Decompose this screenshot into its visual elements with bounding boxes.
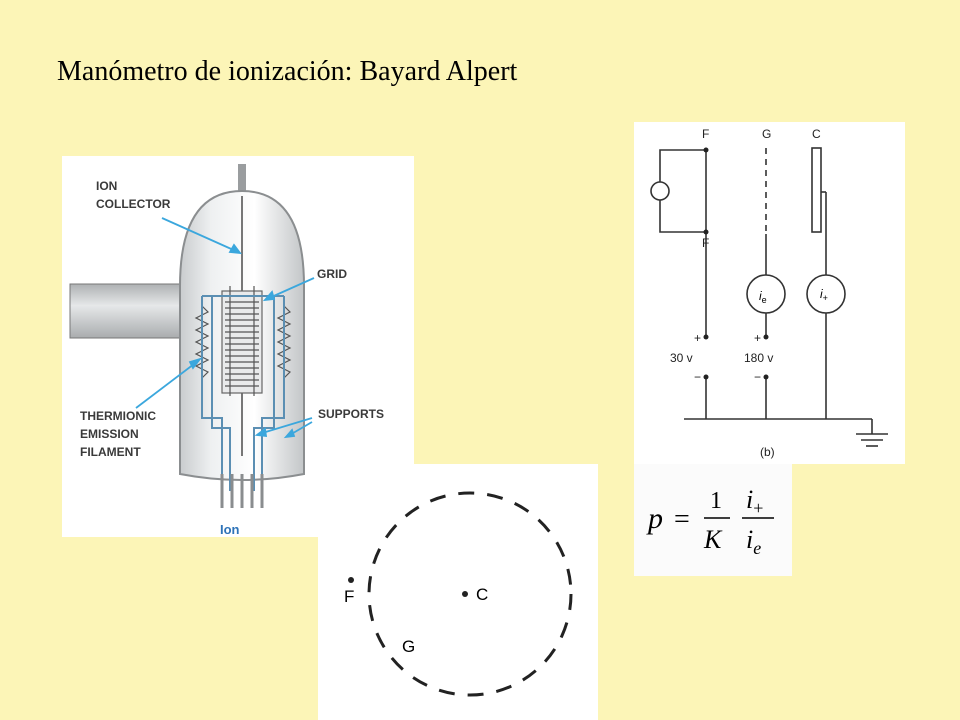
label-thermionic: THERMIONIC [80, 409, 156, 423]
filament-dot [348, 577, 354, 583]
label-filament: FILAMENT [80, 445, 141, 459]
battery-30-label: 30 v [670, 351, 693, 365]
formula-iplus: i+ [746, 485, 763, 518]
grid-arrow [266, 277, 315, 300]
terminal-f-bottom: F [702, 236, 709, 250]
filament-element [650, 181, 670, 201]
formula-equals: = [674, 504, 690, 535]
supports-arrow-1 [258, 417, 313, 435]
filament-arrow [135, 360, 199, 409]
plan-view: F C G [318, 464, 598, 720]
battery-180-minus: − [754, 370, 761, 384]
formula-one: 1 [710, 488, 722, 514]
collector-plate [811, 147, 822, 233]
slide-title: Manómetro de ionización: Bayard Alpert [57, 56, 518, 87]
formula-k: K [703, 525, 723, 554]
formula-ie: ie [746, 525, 761, 558]
grid-circle [367, 491, 573, 697]
label-collector: COLLECTOR [96, 197, 171, 211]
meter-ie-label: ie [759, 289, 767, 305]
supports [201, 295, 285, 491]
battery-180-plus: + [754, 331, 761, 345]
terminal-g: G [762, 127, 771, 141]
plan-label-f: F [344, 587, 354, 606]
circuit-diagram: F G C F ie i+ + + 30 v 180 v − − (b) [634, 122, 905, 464]
collector-arrow [161, 217, 239, 253]
label-emission: EMISSION [80, 427, 139, 441]
grid-helix [221, 286, 263, 396]
gauge-caption: Ion [220, 522, 240, 537]
battery-180-label: 180 v [744, 351, 773, 365]
plan-label-c: C [476, 585, 488, 604]
side-tube [69, 283, 193, 339]
gauge-illustration: ION COLLECTOR GRID THERMIONIC EMISSION F… [62, 156, 414, 537]
label-supports: SUPPORTS [318, 407, 384, 421]
label-grid: GRID [317, 267, 347, 281]
plan-label-g: G [402, 637, 415, 656]
top-stem [238, 164, 246, 200]
base-pins [220, 474, 264, 508]
filament-left [194, 305, 210, 379]
meter-ie [746, 274, 786, 314]
terminal-c: C [812, 127, 821, 141]
battery-30-plus: + [694, 331, 701, 345]
circuit-caption: (b) [760, 445, 775, 459]
label-ion: ION [96, 179, 117, 193]
formula-p: p [646, 502, 663, 535]
meter-iplus-label: i+ [820, 287, 828, 303]
filament-right [276, 305, 292, 379]
collector-dot [462, 591, 468, 597]
pressure-formula: p = 1 K i+ ie [634, 464, 792, 576]
battery-30-minus: − [694, 370, 701, 384]
terminal-f-top: F [702, 127, 709, 141]
